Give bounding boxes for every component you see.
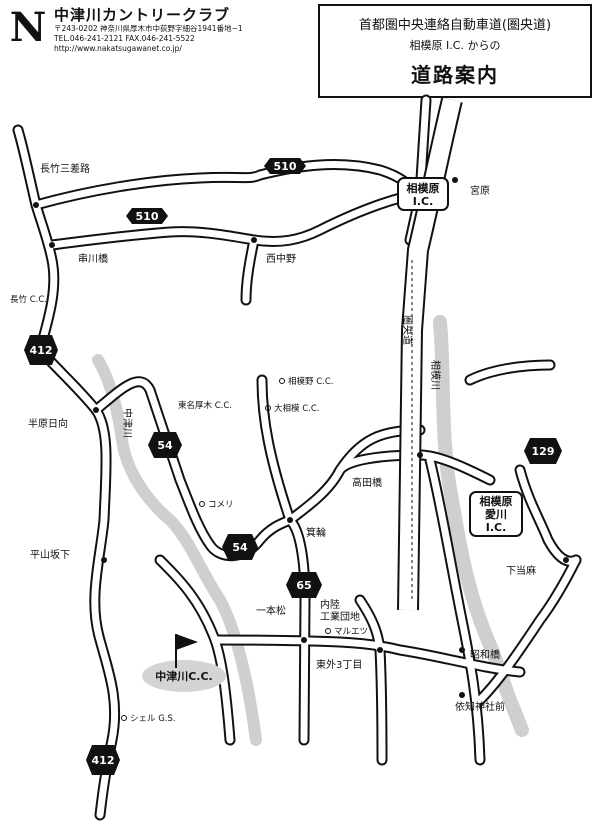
label-shimotoma: 下当麻 bbox=[506, 564, 536, 577]
label-sagamigawa: 相模川 bbox=[429, 360, 442, 390]
svg-text:54: 54 bbox=[232, 541, 248, 554]
route-54-shield-b: 54 bbox=[222, 534, 258, 560]
route-412-shield-a: 412 bbox=[24, 335, 58, 365]
label-ken-o-do: 圏央道 bbox=[401, 315, 414, 345]
label-nakatsugawa: 中津川 bbox=[121, 408, 134, 438]
aikawa-ic-box: 相模原 愛川 I.C. bbox=[469, 491, 523, 537]
label-nagatake-sansaro: 長竹三差路 bbox=[40, 162, 90, 175]
destination-marker: 中津川C.C. bbox=[142, 634, 226, 692]
label-higashi-meiatsugi-cc: 東名厚木 C.C. bbox=[178, 400, 232, 411]
svg-text:相模川: 相模川 bbox=[429, 360, 442, 390]
svg-text:圏央道: 圏央道 bbox=[401, 315, 414, 345]
label-miyahara: 宮原 bbox=[470, 184, 490, 197]
label-oosagami-cc: 大相模 C.C. bbox=[274, 403, 319, 414]
route-65-shield: 65 bbox=[286, 572, 322, 598]
label-hanbara-hinata: 半原日向 bbox=[28, 417, 68, 430]
svg-text:412: 412 bbox=[30, 344, 53, 357]
route-129-shield: 129 bbox=[524, 438, 562, 464]
svg-text:中津川: 中津川 bbox=[121, 408, 134, 438]
maruetsu-marker bbox=[325, 628, 331, 634]
route-510-shield-a: 510 bbox=[264, 158, 306, 174]
svg-text:54: 54 bbox=[157, 439, 173, 452]
club-logo: N bbox=[9, 4, 47, 51]
title-from-ic: 相模原 I.C. からの bbox=[409, 39, 501, 52]
label-nagatake-cc: 長竹 C.C. bbox=[10, 294, 47, 305]
svg-text:129: 129 bbox=[532, 445, 555, 458]
intersection-dots bbox=[33, 177, 569, 698]
route-54-shield-a: 54 bbox=[148, 432, 182, 458]
svg-text:510: 510 bbox=[136, 210, 159, 223]
route-510-shield-b: 510 bbox=[126, 208, 168, 224]
svg-text:相模原: 相模原 bbox=[407, 181, 440, 195]
svg-text:I.C.: I.C. bbox=[413, 195, 434, 208]
svg-text:65: 65 bbox=[296, 579, 311, 592]
label-komeri: コメリ bbox=[208, 500, 234, 510]
svg-text:愛川: 愛川 bbox=[485, 507, 507, 521]
svg-text:412: 412 bbox=[92, 754, 115, 767]
club-header: N 中津川カントリークラブ 〒243-0202 神奈川県厚木市中荻野字細谷194… bbox=[6, 4, 306, 56]
oosagami-cc-marker bbox=[265, 405, 271, 411]
club-phone-fax: TEL.046-241-2121 FAX.046-241-5522 bbox=[54, 34, 195, 43]
club-name: 中津川カントリークラブ bbox=[54, 6, 231, 24]
label-ichi-jinja-mae: 依知神社前 bbox=[455, 700, 505, 713]
sagami-river bbox=[433, 315, 529, 737]
label-destination: 中津川C.C. bbox=[155, 669, 213, 683]
title-road-guide: 道路案内 bbox=[411, 63, 499, 87]
label-nishinakano: 西中野 bbox=[266, 252, 296, 265]
svg-text:510: 510 bbox=[274, 160, 297, 173]
nakatsu-river bbox=[92, 354, 262, 746]
svg-text:相模原: 相模原 bbox=[480, 494, 513, 508]
title-box: 首都圏中央連絡自動車道(圏央道) 相模原 I.C. からの 道路案内 bbox=[318, 4, 592, 98]
label-hirayamasaka-shita: 平山坂下 bbox=[30, 549, 70, 561]
club-address: 〒243-0202 神奈川県厚木市中荻野字細谷1941番地−1 bbox=[54, 24, 243, 33]
label-higashisoto-3chome: 東外3丁目 bbox=[316, 658, 362, 671]
label-showabashi: 昭和橋 bbox=[470, 648, 500, 661]
label-uchiriku-2: 工業団地 bbox=[320, 610, 360, 623]
golf-flag-icon bbox=[176, 634, 198, 650]
label-kushikawabashi: 串川橋 bbox=[78, 252, 108, 265]
svg-text:I.C.: I.C. bbox=[486, 521, 507, 534]
label-maruetsu: マルエツ bbox=[334, 627, 368, 637]
route-412-shield-b: 412 bbox=[86, 745, 120, 775]
label-takadabashi: 高田橋 bbox=[352, 476, 382, 489]
club-url[interactable]: http://www.nakatsugawanet.co.jp/ bbox=[54, 44, 182, 53]
label-uchiriku-1: 内陸 bbox=[320, 598, 340, 611]
shell-gs-marker bbox=[121, 715, 127, 721]
komeri-marker bbox=[199, 501, 205, 507]
label-minowa: 箕輪 bbox=[306, 526, 326, 539]
label-ipponmatsu: 一本松 bbox=[256, 604, 286, 617]
title-expressway: 首都圏中央連絡自動車道(圏央道) bbox=[358, 18, 552, 33]
label-shell-gs: シェル G.S. bbox=[130, 714, 176, 724]
sagamihara-ic-box: 相模原 I.C. bbox=[397, 177, 449, 211]
label-sagamino-cc: 相模野 C.C. bbox=[288, 376, 333, 387]
sagamino-cc-marker bbox=[279, 378, 285, 384]
